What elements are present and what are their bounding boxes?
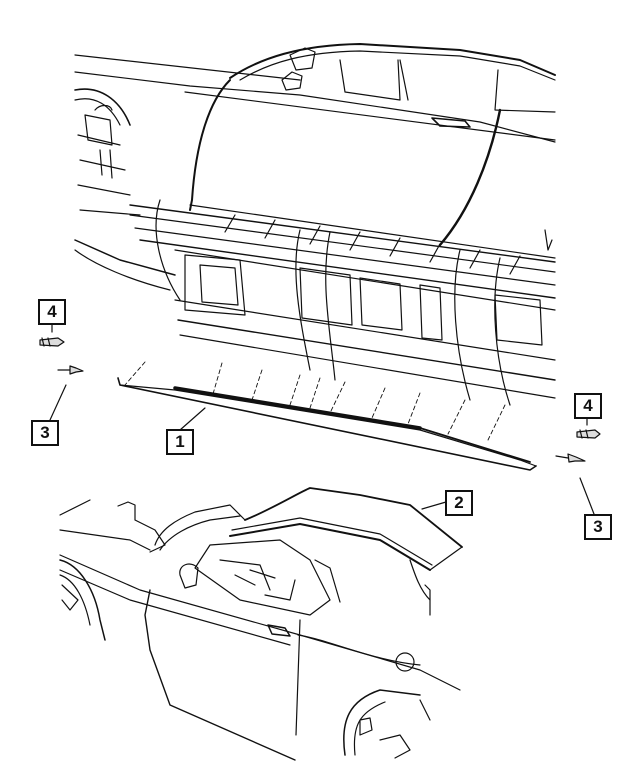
- callout-1: 1: [166, 429, 194, 455]
- callout-label: 4: [47, 302, 57, 321]
- callout-label: 3: [593, 517, 603, 536]
- callout-3-left: 3: [31, 420, 59, 446]
- upper-vehicle-drawing: [74, 43, 556, 471]
- callout-2: 2: [445, 490, 473, 516]
- right-fasteners-drawing: [555, 429, 601, 463]
- callout-label: 1: [175, 432, 185, 451]
- callout-label: 2: [454, 493, 464, 512]
- callout-label: 4: [583, 396, 593, 415]
- callout-label: 3: [40, 423, 50, 442]
- left-fasteners-drawing: [39, 337, 84, 375]
- callout-4-left: 4: [38, 299, 66, 325]
- lower-vehicle-drawing: [59, 487, 463, 761]
- callout-3-right: 3: [584, 514, 612, 540]
- callout-4-right: 4: [574, 393, 602, 419]
- leader-lines: [49, 321, 595, 515]
